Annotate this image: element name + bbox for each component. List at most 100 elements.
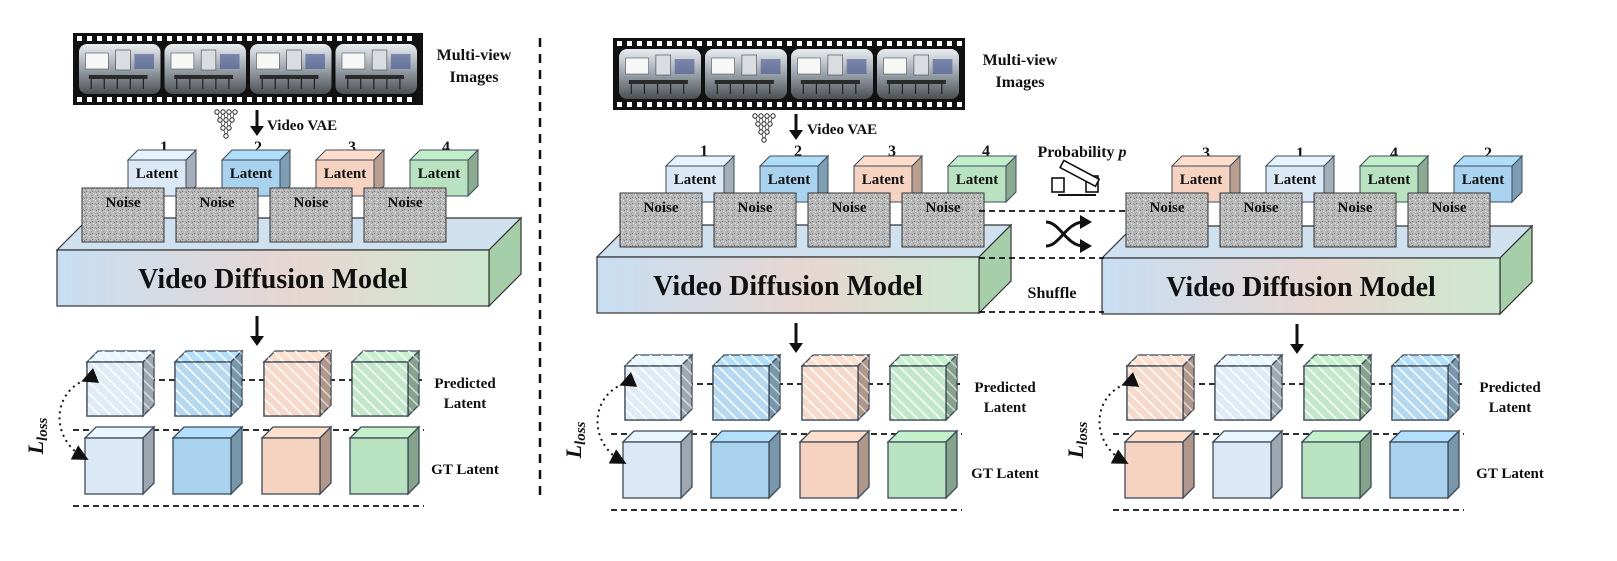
film-hole	[297, 97, 302, 102]
frame-number-2: 2	[794, 143, 802, 160]
film-hole	[687, 41, 692, 46]
gt-latent-cube-3-top	[1300, 430, 1373, 443]
loss-arrow: Lloss	[1063, 372, 1140, 464]
frame-number-1: 1	[1296, 145, 1304, 162]
gt-latent-cube-1-side	[1182, 429, 1195, 500]
noise-box-4-tex	[901, 192, 985, 248]
model-output-arrow	[1290, 324, 1304, 354]
model-output-arrow-head	[250, 336, 264, 346]
loss-arrow-label: Lloss	[561, 421, 589, 459]
predicted-latent-cube-4-side-hatch	[1448, 355, 1459, 420]
film-hole	[627, 102, 632, 107]
video-diffusion-model-block-front	[1101, 257, 1501, 315]
gt-latent-cube-4	[348, 425, 421, 496]
frame-number-3: 3	[1202, 145, 1210, 162]
film-hole	[827, 102, 832, 107]
predicted-latent-label-2: Latent	[984, 400, 1027, 416]
film-hole	[707, 41, 712, 46]
nn-node	[761, 121, 767, 127]
predicted-latent-cube-1-side-hatch	[143, 351, 154, 416]
video-vae-label-left: Video VAE	[267, 118, 337, 134]
model-output-arrow-head	[1290, 344, 1304, 354]
film-hole	[847, 102, 852, 107]
predicted-latent-cube-4-top-hatch	[890, 355, 957, 366]
latent-tab-1-label: Latent	[136, 166, 179, 182]
film-hole	[87, 36, 92, 41]
film-hole	[327, 97, 332, 102]
latent-tab-4-top	[408, 149, 480, 161]
photo-shelf	[115, 49, 131, 71]
gt-latent-cube-3-side	[857, 429, 870, 500]
gt-latent-cube-4-front	[349, 437, 409, 495]
predicted-latent-cube-3-outline	[263, 361, 321, 417]
latent-tab-1-top	[1170, 155, 1242, 167]
film-hole	[837, 41, 842, 46]
gt-latent-cube-3	[260, 425, 333, 496]
noise-box-2-tex	[175, 187, 259, 243]
photo-window	[85, 52, 109, 70]
frame-number-2: 2	[1484, 145, 1492, 162]
film-hole	[187, 97, 192, 102]
film-hole	[337, 36, 342, 41]
film-hole	[887, 41, 892, 46]
noise-box-3-tex	[807, 192, 891, 248]
predicted-latent-cube-3-hatch	[802, 366, 858, 420]
gt-latent-cube-4-top	[886, 430, 959, 443]
multiview-label-right-2: Images	[996, 74, 1045, 91]
shuffle-path-2	[1045, 220, 1085, 248]
photo-shelf	[371, 49, 388, 71]
film-hole	[827, 41, 832, 46]
gt-latent-cube-2-front	[710, 441, 770, 499]
gt-latent-cube-3-top	[798, 430, 871, 443]
nn-node	[226, 125, 232, 131]
predicted-latent-cube-2-outline	[712, 365, 770, 421]
nn-node	[758, 113, 764, 119]
film-hole	[317, 36, 322, 41]
vae-encoder-icon-right	[752, 113, 776, 143]
film-hole	[97, 97, 102, 102]
film-hole	[957, 41, 962, 46]
film-hole	[867, 41, 872, 46]
film-hole	[847, 41, 852, 46]
noise-box-1-tex	[619, 192, 703, 248]
film-hole	[837, 102, 842, 107]
noise-box-3-tex	[1313, 192, 1397, 248]
latent-tab-2-label: Latent	[1274, 172, 1317, 188]
photo-table	[714, 80, 774, 84]
predicted-latent-cube-3-top-hatch	[264, 351, 331, 362]
film-hole	[617, 102, 622, 107]
gt-latent-cube-2-front	[1212, 441, 1272, 499]
noise-box-1-label: Noise	[106, 195, 141, 211]
photo-shelf	[286, 49, 302, 71]
gt-latent-cube-3	[1300, 429, 1373, 500]
film-hole	[407, 36, 412, 41]
film-hole	[207, 97, 212, 102]
noise-box-4-label: Noise	[388, 195, 423, 211]
noise-box-3-tex	[269, 187, 353, 243]
nn-node	[226, 109, 232, 115]
noise-box-3-label: Noise	[1338, 200, 1373, 216]
gt-latent-cube-1	[1123, 429, 1196, 500]
predicted-latent-cube-2-top-hatch	[713, 355, 780, 366]
film-hole	[117, 97, 122, 102]
film-frame-photo	[791, 49, 873, 99]
loss-arrow-curve	[1098, 372, 1140, 464]
film-hole	[937, 102, 942, 107]
film-hole	[907, 102, 912, 107]
probability-switch-icon	[1051, 159, 1101, 196]
latent-tab-2-top	[1264, 155, 1336, 167]
switch-left-post	[1051, 177, 1065, 193]
gt-latent-cube-3-side	[1359, 429, 1372, 500]
photo-window	[711, 57, 735, 75]
film-hole	[857, 41, 862, 46]
photo-window	[256, 52, 280, 70]
latent-tab-4-top	[946, 155, 1018, 167]
gt-latent-cube-1-front	[1124, 441, 1184, 499]
noise-box-4: Noise	[901, 192, 985, 248]
film-hole	[97, 36, 102, 41]
multiview-filmstrip-right	[613, 38, 965, 110]
film-hole	[757, 102, 762, 107]
gt-latent-cube-4-side	[945, 429, 958, 500]
film-hole	[307, 97, 312, 102]
